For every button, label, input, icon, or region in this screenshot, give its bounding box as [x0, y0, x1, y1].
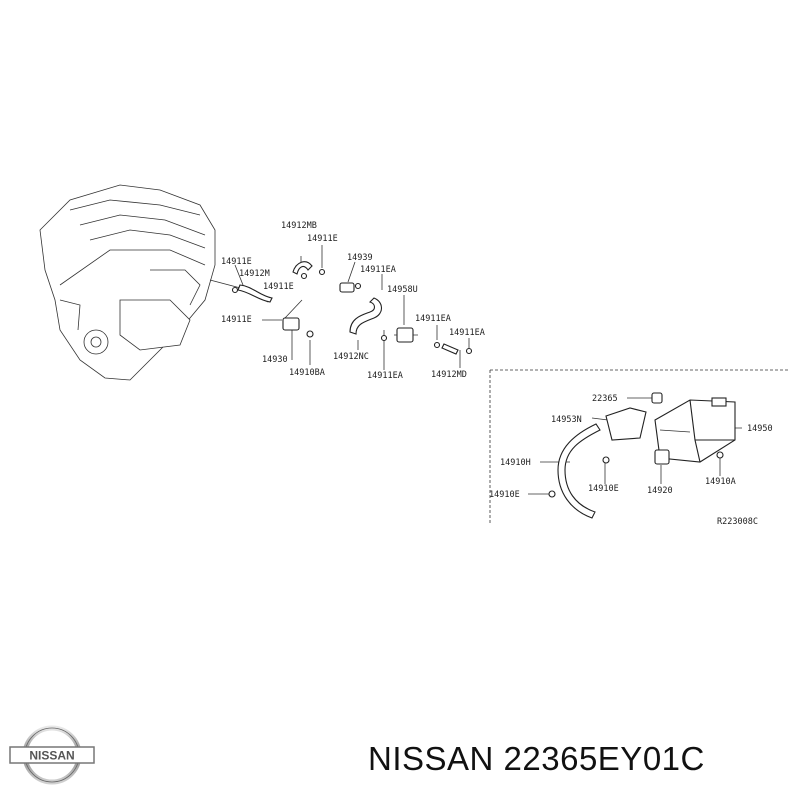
label-14911EA: 14911EA	[367, 371, 403, 381]
canister-group-box	[489, 369, 790, 525]
part-labels: 14912MB 14911E 14911E 14912M 14911E 1491…	[221, 221, 773, 527]
label-14910E: 14910E	[489, 490, 520, 500]
clips	[231, 268, 473, 355]
label-14911EA: 14911EA	[449, 328, 485, 338]
label-14911E: 14911E	[307, 234, 338, 244]
label-14920: 14920	[647, 486, 673, 496]
fittings-14910	[548, 451, 724, 498]
label-14911EA: 14911EA	[360, 265, 396, 275]
hose-14912MD	[441, 343, 459, 355]
label-14911E: 14911E	[221, 257, 252, 267]
hose-14912NC	[349, 297, 383, 335]
label-14912MB: 14912MB	[281, 221, 317, 231]
label-14910H: 14910H	[500, 458, 531, 468]
label-14911EA: 14911EA	[415, 314, 451, 324]
label-14958U: 14958U	[387, 285, 418, 295]
label-14910E: 14910E	[588, 484, 619, 494]
label-14911E: 14911E	[221, 315, 252, 325]
logo-text: NISSAN	[29, 749, 74, 763]
label-14912M: 14912M	[239, 269, 270, 279]
valve-14920	[654, 449, 670, 465]
part-number-caption: NISSAN 22365EY01C	[368, 740, 705, 777]
label-14912NC: 14912NC	[333, 352, 369, 362]
hose-14910H	[557, 423, 601, 519]
label-14911E: 14911E	[263, 282, 294, 292]
engine-block	[39, 184, 216, 381]
label-14910A: 14910A	[705, 477, 736, 487]
label-14950: 14950	[747, 424, 773, 434]
hose-14912MB	[292, 261, 313, 275]
label-22365: 22365	[592, 394, 618, 404]
clamp-14930	[282, 317, 300, 331]
nissan-logo: NISSAN	[9, 725, 95, 785]
hose-14912M	[237, 284, 273, 303]
label-14910BA: 14910BA	[289, 368, 325, 378]
label-14912MD: 14912MD	[431, 370, 467, 380]
valve-22365	[651, 392, 663, 404]
bracket-14953N	[605, 407, 647, 441]
label-14953N: 14953N	[551, 415, 582, 425]
valve-14958U	[394, 327, 418, 343]
reference-code: R223008C	[717, 517, 758, 527]
label-14939: 14939	[347, 253, 373, 263]
fitting-14939	[339, 282, 355, 293]
label-14930: 14930	[262, 355, 288, 365]
